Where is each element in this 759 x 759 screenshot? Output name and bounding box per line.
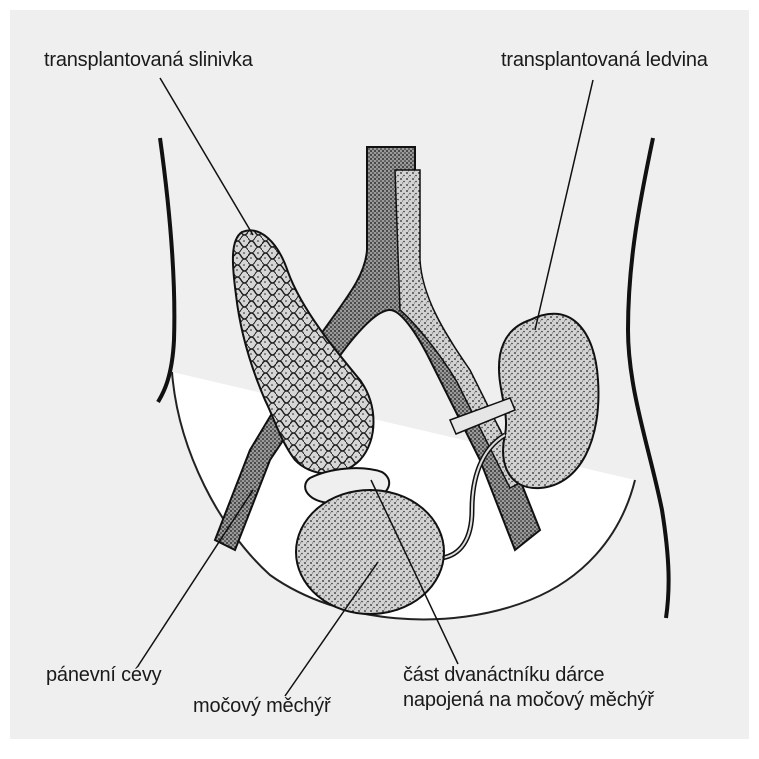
label-transplanted-pancreas: transplantovaná slinivka — [44, 48, 253, 73]
label-transplanted-kidney: transplantovaná ledvina — [501, 48, 708, 73]
label-donor-duodenum-line1: část dvanáctníku dárce — [403, 663, 654, 688]
bladder — [296, 490, 444, 614]
label-donor-duodenum-line2: napojená na močový měchýř — [403, 688, 654, 713]
body-contour-left — [158, 138, 174, 402]
label-bladder: močový měchýř — [193, 694, 330, 719]
label-donor-duodenum: část dvanáctníku dárce napojená na močov… — [403, 663, 654, 713]
body-contour-right — [628, 138, 669, 618]
kidney — [499, 314, 599, 488]
pointer-pancreas — [160, 78, 253, 235]
anatomy-illustration — [10, 10, 749, 739]
pointer-vessels — [138, 490, 253, 666]
figure-panel: transplantovaná slinivka transplantovaná… — [10, 10, 749, 739]
pointer-kidney — [535, 80, 593, 330]
label-pelvic-vessels: pánevní cévy — [46, 663, 161, 688]
